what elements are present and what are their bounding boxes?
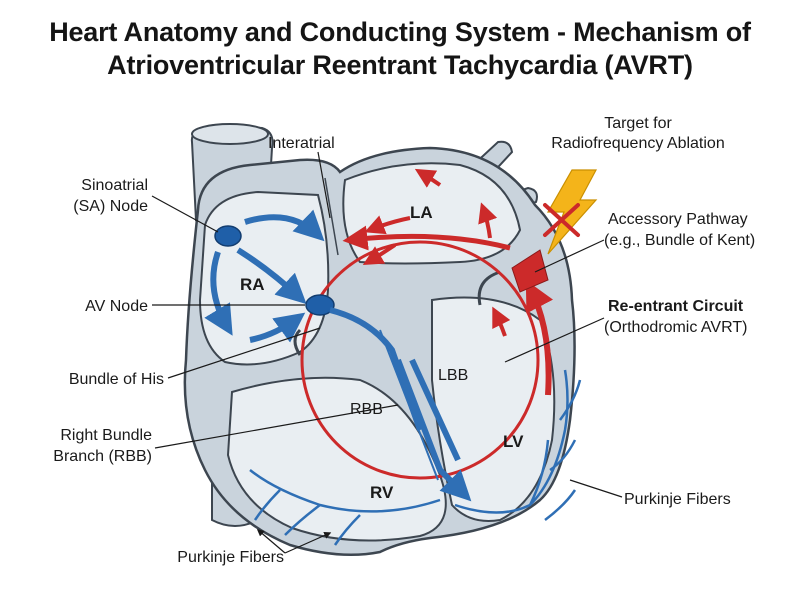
label-purkinje-right: Purkinje Fibers <box>624 491 731 508</box>
reentrant-ventricular-arrow <box>525 280 554 396</box>
label-purkinje-bottom: Purkinje Fibers <box>177 549 284 566</box>
label-reentrant-line1: Re-entrant Circuit <box>608 298 744 315</box>
accessory-pathway <box>511 249 549 293</box>
sa-av-conduction-arrow <box>204 251 233 336</box>
chamber-label-lbb: LBB <box>438 367 468 384</box>
reentrant-atrial-arrow <box>478 202 498 239</box>
chamber-label-lv: LV <box>503 432 524 451</box>
leader-sa-node <box>151 195 219 233</box>
right-bundle-branch <box>395 358 472 502</box>
leader-interatrial <box>317 151 331 219</box>
chamber-label-rv: RV <box>370 483 394 502</box>
leader-rbb <box>154 404 399 449</box>
left-bundle-branch <box>409 358 461 462</box>
chamber-label-la: LA <box>410 203 433 222</box>
ablation-x-icon <box>543 203 580 237</box>
label-target-line2: Radiofrequency Ablation <box>551 135 724 152</box>
label-interatrial: Interatrial <box>268 135 335 152</box>
reentrant-circuit-ring <box>300 240 540 480</box>
label-accessory-line1: Accessory Pathway <box>608 211 748 228</box>
purkinje-fibers-lv <box>454 369 582 521</box>
sa-av-conduction-arrow <box>236 247 307 305</box>
title-line-2: Atrioventricular Reentrant Tachycardia (… <box>107 50 693 80</box>
label-rbb-line1: Right Bundle <box>60 427 152 444</box>
label-accessory-line2: (e.g., Bundle of Kent) <box>604 232 755 249</box>
label-sa-line2: (SA) Node <box>73 198 148 215</box>
purkinje-fibers-rv <box>249 469 441 546</box>
label-target-line1: Target for <box>604 115 672 132</box>
reentrant-atrial-arrow <box>342 225 511 251</box>
reentrant-atrial-arrow <box>364 215 411 235</box>
sa-av-conduction-arrow <box>244 209 325 242</box>
leader-purkinje-bottom-1 <box>256 529 286 554</box>
right-ventricle <box>226 376 447 542</box>
mitral-valve <box>477 270 501 306</box>
reentrant-atrial-arrow <box>492 306 511 337</box>
bundle-of-his <box>329 307 423 431</box>
chamber-label-ra: RA <box>240 275 265 294</box>
label-rbb-line2: Branch (RBB) <box>53 448 152 465</box>
leader-purkinje-right <box>569 479 623 498</box>
label-sa-line1: Sinoatrial <box>81 177 148 194</box>
sa-av-conduction-arrow <box>249 312 306 343</box>
label-av-node: AV Node <box>85 298 148 315</box>
interatrial-septum <box>324 177 339 256</box>
label-reentrant-line2: (Orthodromic AVRT) <box>604 319 747 336</box>
reentrant-atrial-arrow <box>362 243 397 266</box>
label-bundle-his: Bundle of His <box>69 371 164 388</box>
leader-reentrant <box>504 317 605 363</box>
bundle-branch-outline <box>379 329 439 481</box>
av-node <box>305 294 335 316</box>
sa-node <box>214 225 242 247</box>
title-line-1: Heart Anatomy and Conducting System - Me… <box>49 17 751 47</box>
chamber-label-rbb: RBB <box>350 401 383 418</box>
leader-purkinje-bottom-2 <box>284 532 332 554</box>
page-title: Heart Anatomy and Conducting System - Me… <box>0 16 800 82</box>
leader-bundle-his <box>167 327 321 379</box>
reentrant-atrial-arrow <box>414 168 442 188</box>
leader-accessory <box>534 239 605 273</box>
